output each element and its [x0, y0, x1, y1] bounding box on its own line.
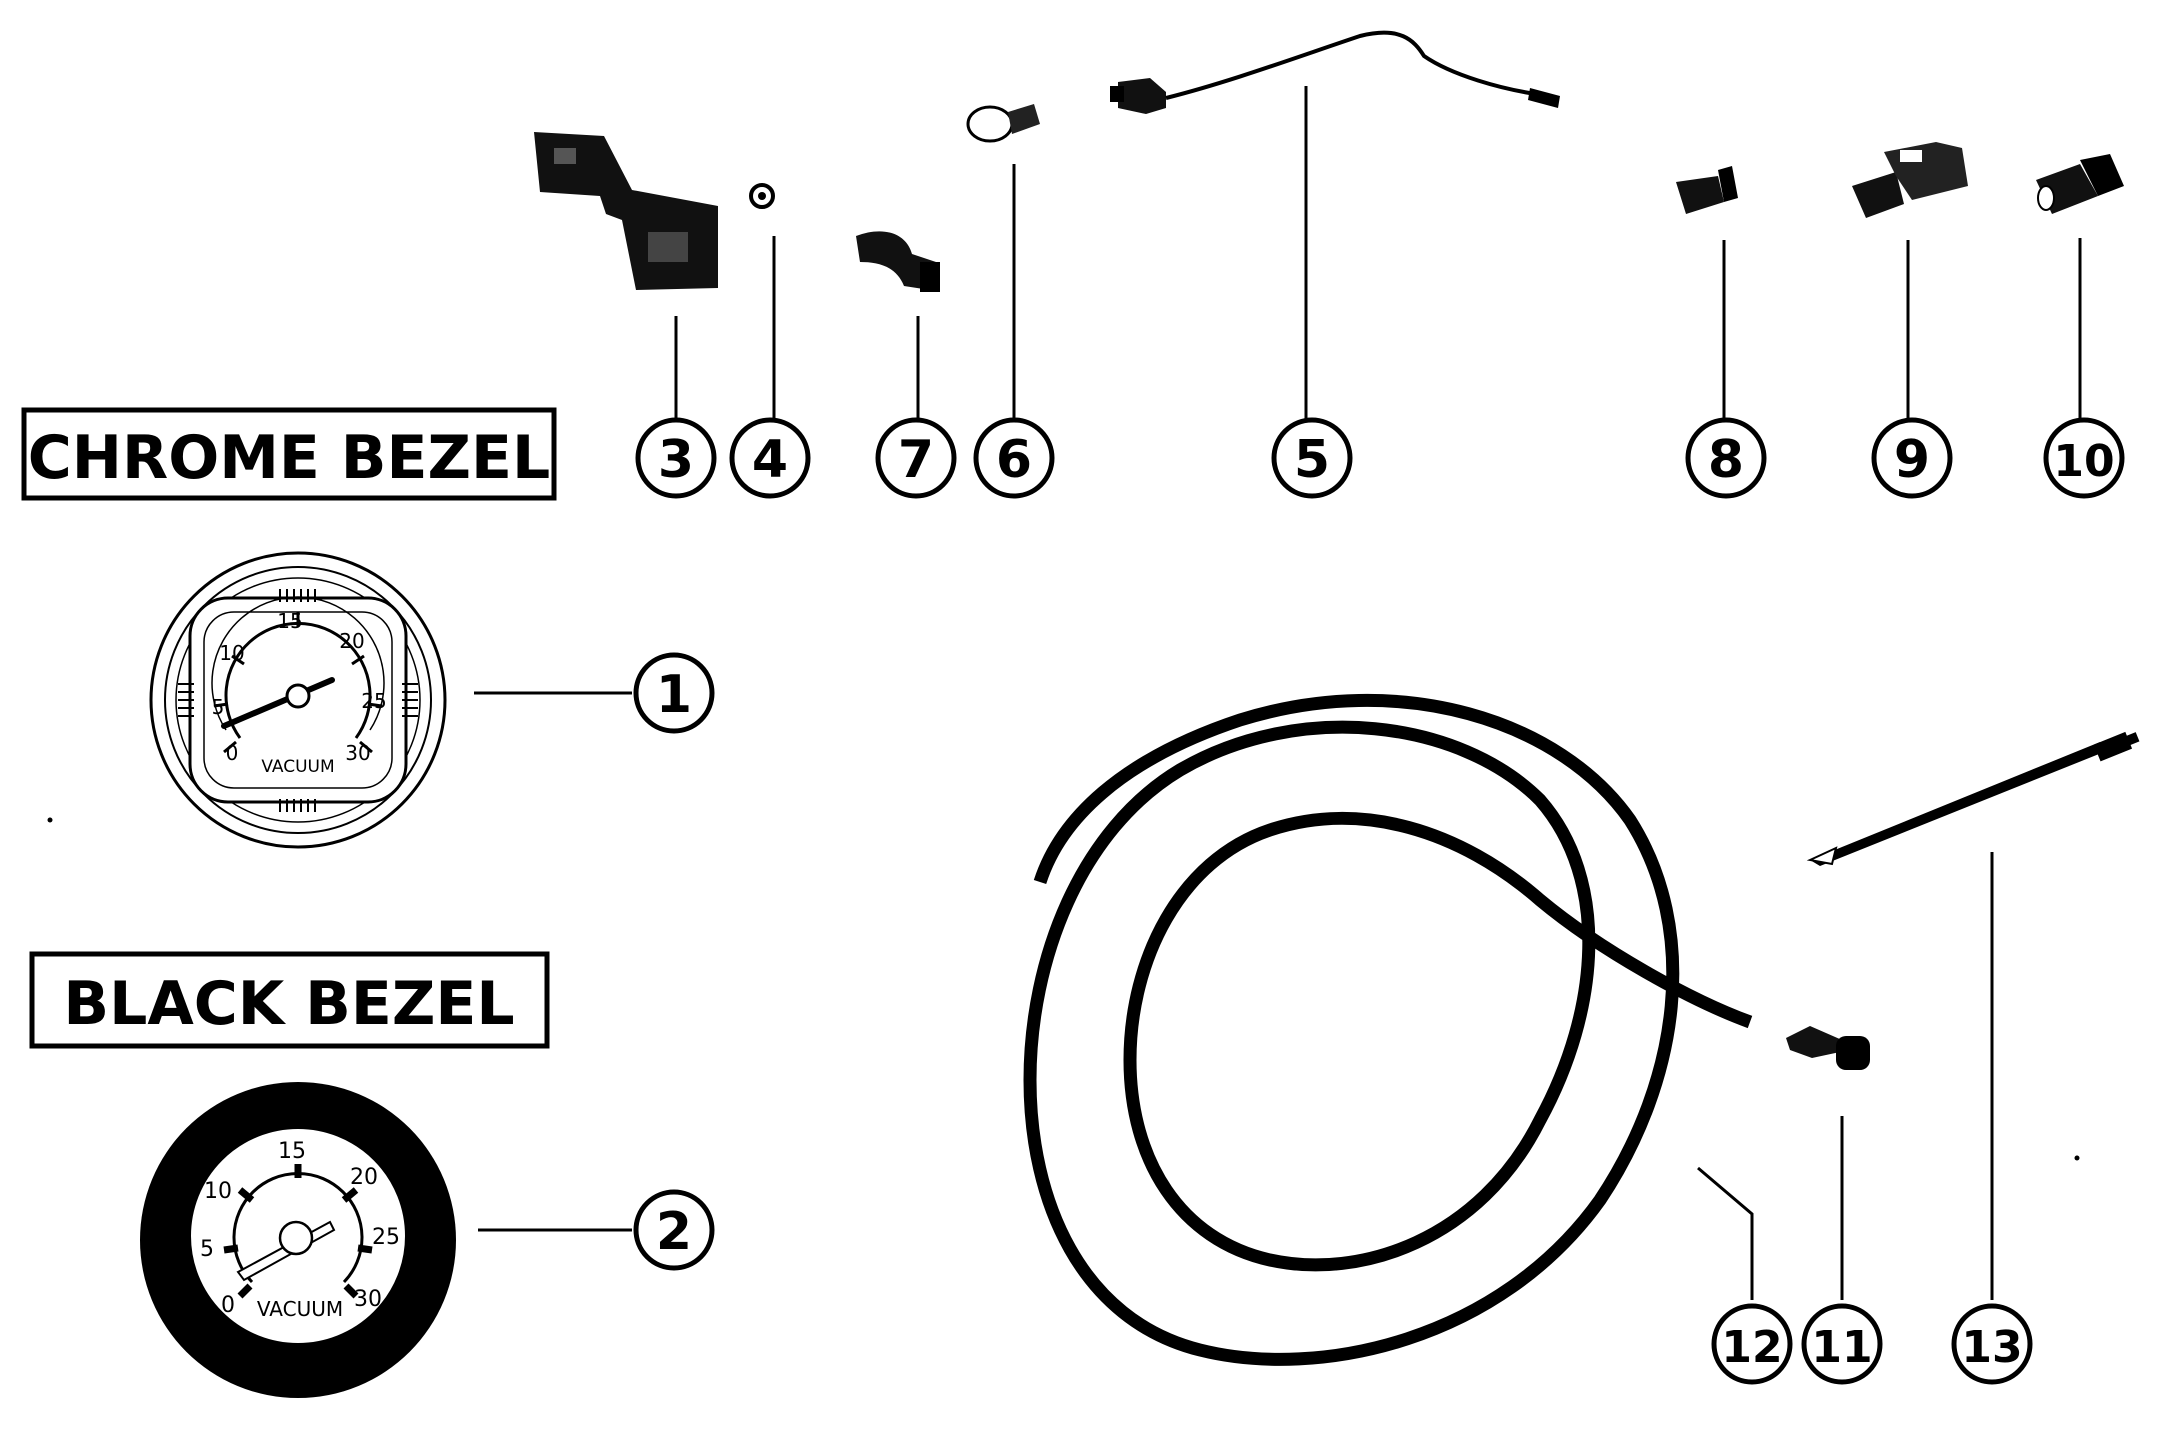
callouts: 1 2 3 4 7 6 5 8	[633, 417, 2125, 1385]
svg-text:4: 4	[752, 430, 788, 490]
svg-text:6: 6	[996, 430, 1032, 490]
black-tick-25: 25	[372, 1225, 400, 1250]
chrome-tick-25: 25	[361, 689, 386, 713]
black-gauge-caption: VACUUM	[257, 1297, 343, 1321]
black-tick-0: 0	[221, 1293, 235, 1318]
black-bezel-label: BLACK BEZEL	[29, 951, 550, 1049]
black-tick-5: 5	[200, 1237, 214, 1262]
connector-part	[2036, 154, 2124, 214]
callout-13: 13	[1951, 1303, 2033, 1385]
callout-5: 5	[1271, 417, 1353, 499]
black-tick-30: 30	[354, 1287, 382, 1312]
callout-4: 4	[729, 417, 811, 499]
chrome-tick-0: 0	[226, 741, 239, 765]
svg-text:7: 7	[898, 430, 934, 490]
rod-part	[1806, 731, 2140, 866]
svg-text:5: 5	[1294, 430, 1330, 490]
chrome-gauge-caption: VACUUM	[261, 757, 334, 777]
svg-text:1: 1	[656, 665, 692, 725]
tee-fitting-part	[1852, 142, 1968, 218]
chrome-tick-20: 20	[339, 629, 364, 653]
svg-text:10: 10	[2053, 436, 2114, 487]
bracket-part	[534, 132, 718, 290]
callout-1: 1	[633, 652, 715, 734]
hose-coil-part	[1023, 693, 1753, 1366]
svg-text:12: 12	[1721, 1322, 1782, 1373]
leader-lines	[474, 86, 2082, 1300]
chrome-bezel-text: CHROME BEZEL	[28, 423, 550, 493]
plug-part	[1786, 1026, 1870, 1070]
elbow-fitting-part	[856, 231, 940, 292]
callout-2: 2	[633, 1189, 715, 1271]
chrome-tick-5: 5	[212, 695, 225, 719]
black-bezel-gauge: 0 5 10 15 20 25 30 VACUUM	[140, 1082, 456, 1398]
speck	[47, 817, 53, 823]
svg-text:3: 3	[658, 430, 694, 490]
callout-7: 7	[875, 417, 957, 499]
callout-10: 10	[2043, 417, 2125, 499]
svg-text:9: 9	[1894, 430, 1930, 490]
callout-8: 8	[1685, 417, 1767, 499]
adapter-part	[1676, 166, 1738, 214]
chrome-bezel-gauge: 0 5 10 15 20 25 30 VACUUM	[149, 551, 447, 849]
chrome-tick-10: 10	[219, 641, 244, 665]
svg-text:11: 11	[1811, 1322, 1872, 1373]
chrome-bezel-label: CHROME BEZEL	[21, 407, 557, 501]
svg-text:13: 13	[1961, 1322, 2022, 1373]
black-tick-10: 10	[204, 1179, 232, 1204]
speck	[2074, 1155, 2080, 1161]
black-tick-15: 15	[278, 1139, 306, 1164]
nut-part	[749, 183, 775, 209]
callout-3: 3	[635, 417, 717, 499]
callout-12: 12	[1711, 1303, 1793, 1385]
callout-6: 6	[973, 417, 1055, 499]
black-tick-20: 20	[350, 1165, 378, 1190]
chrome-tick-30: 30	[345, 741, 370, 765]
callout-11: 11	[1801, 1303, 1883, 1385]
black-bezel-text: BLACK BEZEL	[63, 969, 514, 1039]
svg-text:2: 2	[656, 1202, 692, 1262]
callout-9: 9	[1871, 417, 1953, 499]
svg-text:8: 8	[1708, 430, 1744, 490]
socket-lead-part	[1110, 30, 1560, 114]
bulb-part	[966, 104, 1040, 143]
chrome-tick-15: 15	[277, 609, 302, 633]
